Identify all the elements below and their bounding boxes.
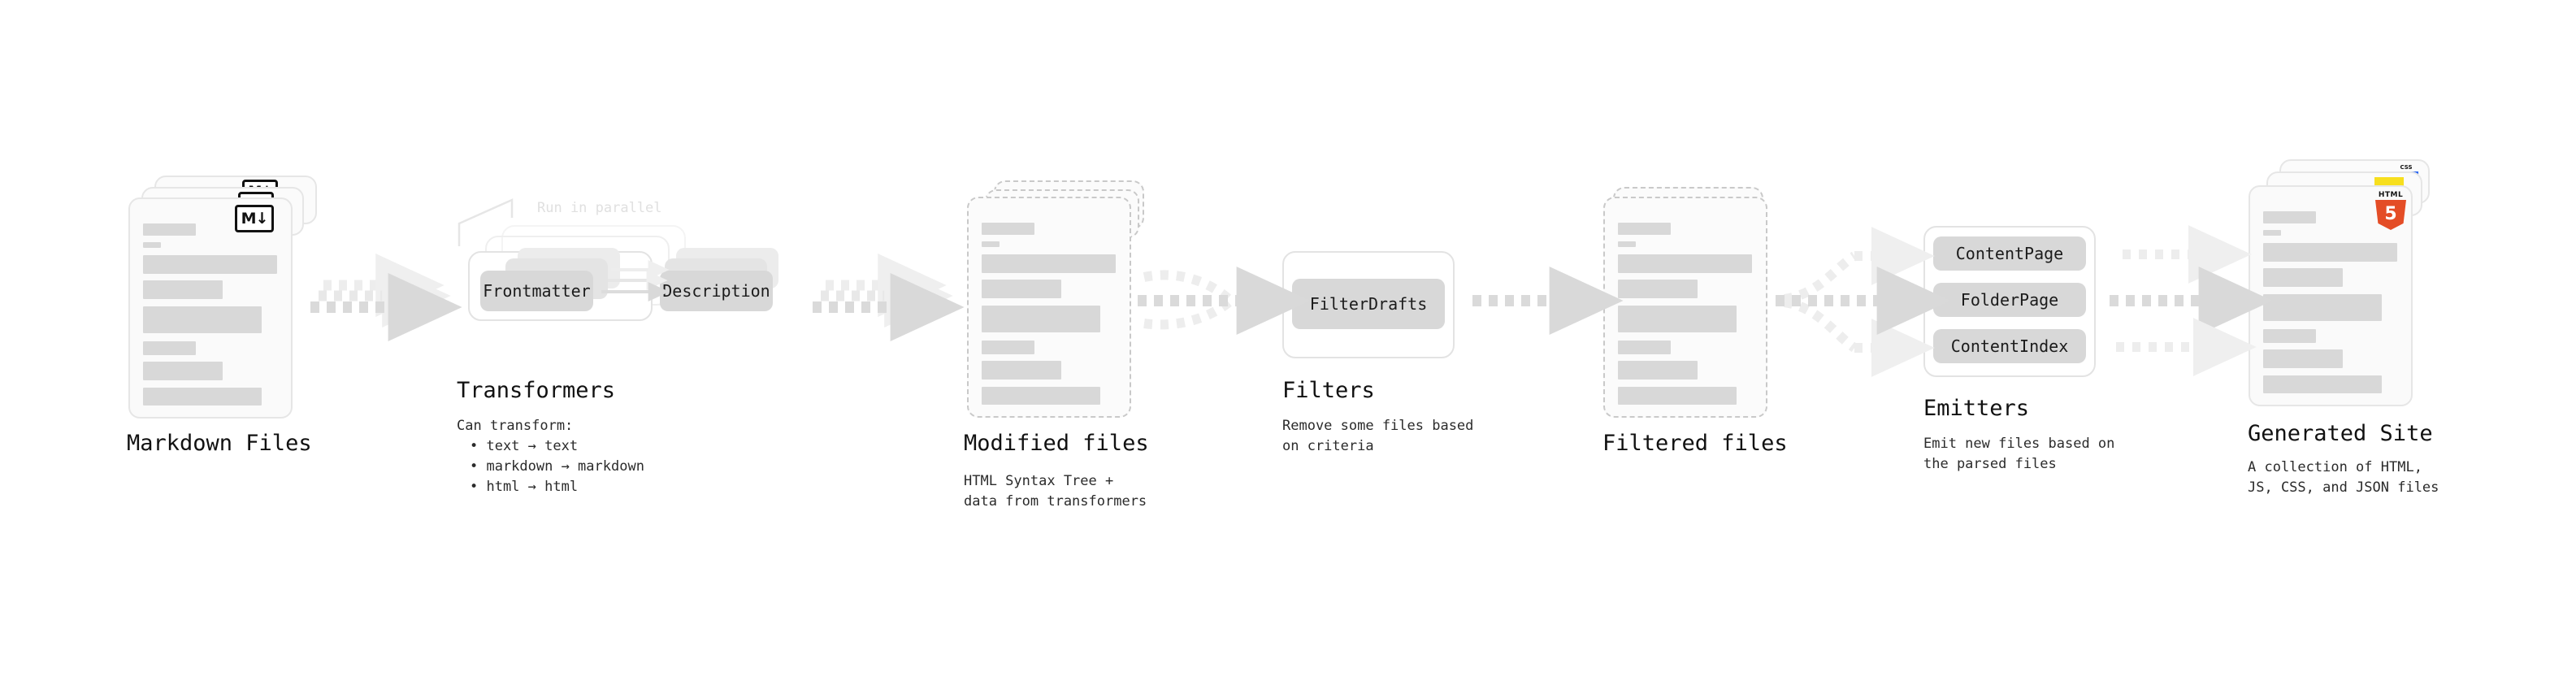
doc-line [1618,387,1737,405]
doc-line [143,255,277,274]
doc-line [2263,243,2397,262]
stage-title-filtered-files: Filtered files [1602,431,1788,456]
doc-line [143,280,223,299]
html5-badge-label: HTML [2378,191,2404,199]
doc-line [1618,223,1671,235]
transformer-chip-description[interactable]: Description [660,271,773,311]
doc-line [1618,340,1671,354]
stage-title-emitters: Emitters [1923,396,2030,421]
css-badge-label: CSS [2400,164,2413,171]
html5-badge: HTML [2374,191,2408,230]
doc-line [143,362,223,380]
doc-line [1618,361,1698,380]
doc-line [982,361,1061,380]
doc-line [2263,211,2316,223]
doc-line [1618,241,1636,247]
doc-line [2263,375,2382,393]
doc-line [143,242,161,248]
transformers-bullet-0: • text → text [470,438,579,454]
transformers-bullet-2: • html → html [470,479,579,495]
stage-title-markdown-files: Markdown Files [127,431,312,456]
doc-line [982,223,1034,235]
doc-line [982,241,1000,247]
modified-files-subtitle: HTML Syntax Tree + data from transformer… [964,473,1147,510]
connector-modified-files-to-filters [1138,267,1311,335]
doc-line [982,280,1061,298]
stage-title-transformers: Transformers [457,378,616,403]
doc-line [982,254,1116,273]
doc-line [982,387,1100,405]
doc-line [143,223,196,236]
emitter-chip-contentpage[interactable]: ContentPage [1933,236,2086,271]
doc-line [143,388,262,406]
stage-title-modified-files: Modified files [964,431,1149,456]
stage-title-generated-site: Generated Site [2248,421,2433,446]
connector-transformers-to-modified-files [813,254,965,341]
transformers-subtitle: Can transform: [457,418,574,434]
doc-line [1618,280,1698,298]
doc-line [2263,230,2281,236]
doc-line [2263,329,2316,343]
doc-line [2263,268,2343,287]
emitters-subtitle: Emit new files based on the parsed files [1923,436,2115,472]
markdown-badge-front: M↓ [235,205,274,232]
connector-emitters-to-generated-site [2110,225,2273,376]
doc-line [982,340,1034,354]
doc-line [2263,349,2343,368]
transformers-bullet-1: • markdown → markdown [470,458,644,475]
filter-chip-filterdrafts[interactable]: FilterDrafts [1292,279,1445,329]
generated-site-subtitle: A collection of HTML, JS, CSS, and JSON … [2248,459,2439,496]
doc-line [1618,306,1737,332]
filters-subtitle: Remove some files based on criteria [1282,418,1474,454]
connector-filtered-files-to-emitters [1776,227,1951,377]
doc-line [143,341,196,355]
doc-line [1618,254,1752,273]
stage-title-filters: Filters [1282,378,1375,403]
run-in-parallel-annotation: Run in parallel [537,200,662,216]
connector-markdown-to-transformers [310,254,462,341]
transformer-chip-frontmatter[interactable]: Frontmatter [480,271,593,311]
doc-line [2263,294,2382,321]
html5-shield-icon [2375,200,2406,230]
doc-line [143,306,262,333]
emitter-chip-contentindex[interactable]: ContentIndex [1933,329,2086,363]
doc-line [982,306,1100,332]
emitter-chip-folderpage[interactable]: FolderPage [1933,283,2086,317]
